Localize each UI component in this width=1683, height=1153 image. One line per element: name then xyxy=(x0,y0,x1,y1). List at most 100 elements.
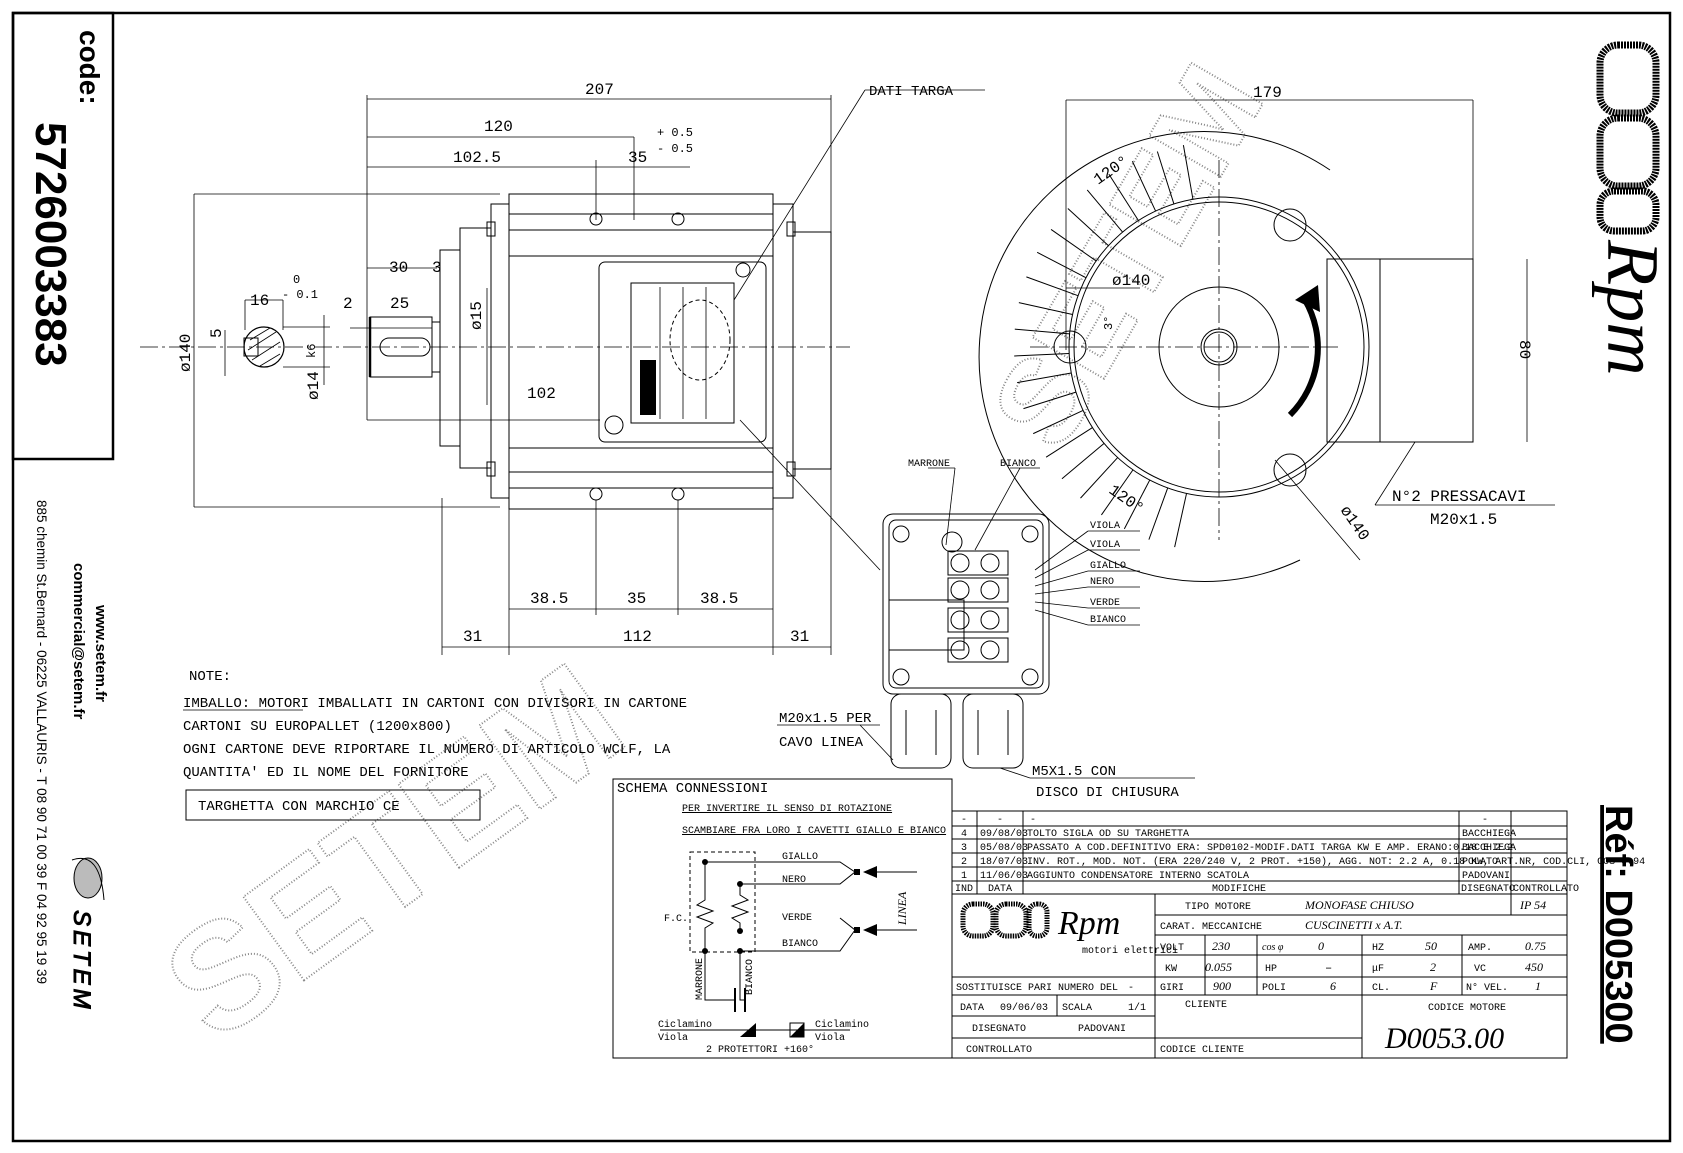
sostituisce-label: SOSTITUISCE PARI NUMERO DEL xyxy=(956,983,1118,994)
schema-title: SCHEMA CONNESSIONI xyxy=(617,781,768,797)
disc-label-chiusura: DISCO DI CHIUSURA xyxy=(1036,785,1179,801)
logo-rpm: Rpm xyxy=(1057,905,1120,942)
tipo-label: TIPO MOTORE xyxy=(1185,902,1251,913)
rev-header-controllato: CONTROLLATO xyxy=(1513,884,1579,895)
wire-bianco: BIANCO xyxy=(782,939,818,950)
dim-112: 112 xyxy=(623,628,652,646)
wire-label: BIANCO xyxy=(1090,615,1126,626)
setem-logo: SETEM xyxy=(68,857,105,1013)
dim-diameter-140-end: ø140 xyxy=(1112,272,1150,290)
cable-gland-right xyxy=(962,693,1024,769)
terminal-screw xyxy=(950,553,970,573)
cooling-fin xyxy=(1017,372,1072,384)
rev-date: 05/08/03 xyxy=(980,842,1028,854)
rev-header-disegnato: DISEGNATO xyxy=(1461,884,1515,895)
cl-value: F xyxy=(1429,979,1438,993)
schema-line-1: PER INVERTIRE IL SENSO DI ROTAZIONE xyxy=(682,804,892,815)
email: commercial@setem.fr xyxy=(70,563,87,720)
dim-k6: k6 xyxy=(305,344,319,358)
vc-label: VC xyxy=(1474,964,1486,975)
cooling-fin xyxy=(1014,353,1070,357)
cooling-fin xyxy=(1026,276,1079,297)
left-panel: code: 5726003383 www.setem.fr commercial… xyxy=(11,11,115,1013)
rev-by: PADOVANI xyxy=(1462,871,1510,882)
cos-label: cos φ xyxy=(1262,942,1284,953)
cooling-fin xyxy=(1080,457,1119,499)
disegnato-label: DISEGNATO xyxy=(972,1024,1026,1035)
terminal-block xyxy=(947,550,1009,663)
rev-header-modifiche: MODIFICHE xyxy=(1212,884,1266,895)
codice-cliente-label: CODICE CLIENTE xyxy=(1160,1045,1244,1056)
rev-header-ind: IND xyxy=(955,884,973,895)
dim-2: 2 xyxy=(343,295,353,313)
end-view: 179 80 120° 120° ø140 3° ø140 N°2 PRESSA… xyxy=(978,84,1555,582)
dim-120: 120 xyxy=(484,118,513,136)
ce-marking-label: TARGHETTA CON MARCHIO CE xyxy=(198,799,400,815)
rev-ind: 4 xyxy=(961,829,967,840)
vc-value: 450 xyxy=(1525,960,1543,974)
rev-ind: 1 xyxy=(961,871,967,882)
address: 885 chemin St.Bernard - 06225 VALLAURIS … xyxy=(34,500,49,984)
controllato-label: CONTROLLATO xyxy=(966,1045,1032,1056)
rev-date: 09/08/03 xyxy=(980,828,1028,840)
uf-value: 2 xyxy=(1430,960,1436,974)
bianco-vertical: BIANCO xyxy=(745,959,756,995)
terminal-screw xyxy=(980,580,1000,600)
dim-31-left: 31 xyxy=(463,628,482,646)
end-cap xyxy=(792,231,832,470)
hp-label: HP xyxy=(1265,964,1277,975)
rev-blank-by: - xyxy=(1482,815,1488,826)
wire-verde: VERDE xyxy=(782,913,812,924)
dim-diameter-15: ø15 xyxy=(468,301,486,330)
rev-by: BACCHIEGA xyxy=(1462,829,1516,840)
motor-body xyxy=(508,193,774,510)
viola-left: Viola xyxy=(658,1032,688,1044)
kw-value: 0.055 xyxy=(1205,960,1232,974)
fc-label: F.C. xyxy=(664,914,688,925)
marrone-vertical: MARRONE xyxy=(695,958,706,1000)
dim-80: 80 xyxy=(1515,340,1533,359)
codice-motore-value: D0053.00 xyxy=(1384,1022,1504,1055)
tolerance-plus: + 0.5 xyxy=(657,126,693,140)
gland-label-m20: M20x1.5 PER xyxy=(779,711,872,727)
carat-value: CUSCINETTI x A.T. xyxy=(1305,918,1403,932)
dim-diameter-140: ø140 xyxy=(177,334,195,372)
terminal xyxy=(947,607,1009,633)
kw-label: KW xyxy=(1165,964,1177,975)
wire-label: GIALLO xyxy=(1090,561,1126,572)
cooling-fin xyxy=(1108,173,1139,221)
notes: NOTE: IMBALLO: MOTORI IMBALLATI IN CARTO… xyxy=(183,669,687,821)
rev-text: INV. ROT., MOD. NOT. (ERA 220/240 V, 2 P… xyxy=(1027,856,1645,868)
rev-text: AGGIUNTO CONDENSATORE INTERNO SCATOLA xyxy=(1027,871,1249,882)
cl-label: CL. xyxy=(1372,983,1390,994)
giri-label: GIRI xyxy=(1160,983,1184,994)
pressacavi-size: M20x1.5 xyxy=(1430,511,1497,529)
cooling-fin xyxy=(1156,151,1175,205)
cooling-fin xyxy=(1101,469,1134,516)
code-label: code: xyxy=(74,30,105,105)
dim-102: 102 xyxy=(527,385,556,403)
linea-label: LINEA xyxy=(895,891,909,926)
dim-38-5-right: 38.5 xyxy=(700,590,738,608)
viola-right: Viola xyxy=(815,1032,845,1044)
rpm-logo-text: Rpm xyxy=(1591,239,1673,376)
rotation-arrow xyxy=(1287,298,1321,418)
rpm-logo-coils xyxy=(1596,41,1660,235)
rev-header-data: DATA xyxy=(988,884,1012,895)
gland-label-cavo-linea: CAVO LINEA xyxy=(779,735,864,751)
wire-giallo: GIALLO xyxy=(782,852,818,863)
pressacavi-label: N°2 PRESSACAVI xyxy=(1392,488,1526,506)
data-value: 09/06/03 xyxy=(1000,1002,1048,1014)
terminal-screw xyxy=(950,640,970,660)
volt-label: VOLT xyxy=(1160,943,1184,954)
rev-text: PASSATO A COD.DEFINITIVO ERA: SPD0102-MO… xyxy=(1027,843,1513,854)
dim-179: 179 xyxy=(1253,84,1282,102)
note-line-4: QUANTITA' ED IL NOME DEL FORNITORE xyxy=(183,765,469,781)
rev-by: BACCHIEGA xyxy=(1462,843,1516,854)
volt-value: 230 xyxy=(1212,939,1230,953)
cooling-fin xyxy=(1050,229,1097,262)
cooling-fin xyxy=(1148,487,1169,540)
dati-targa-label: DATI TARGA xyxy=(869,84,954,100)
terminal-screw xyxy=(950,580,970,600)
ce-marking-box xyxy=(185,789,481,821)
